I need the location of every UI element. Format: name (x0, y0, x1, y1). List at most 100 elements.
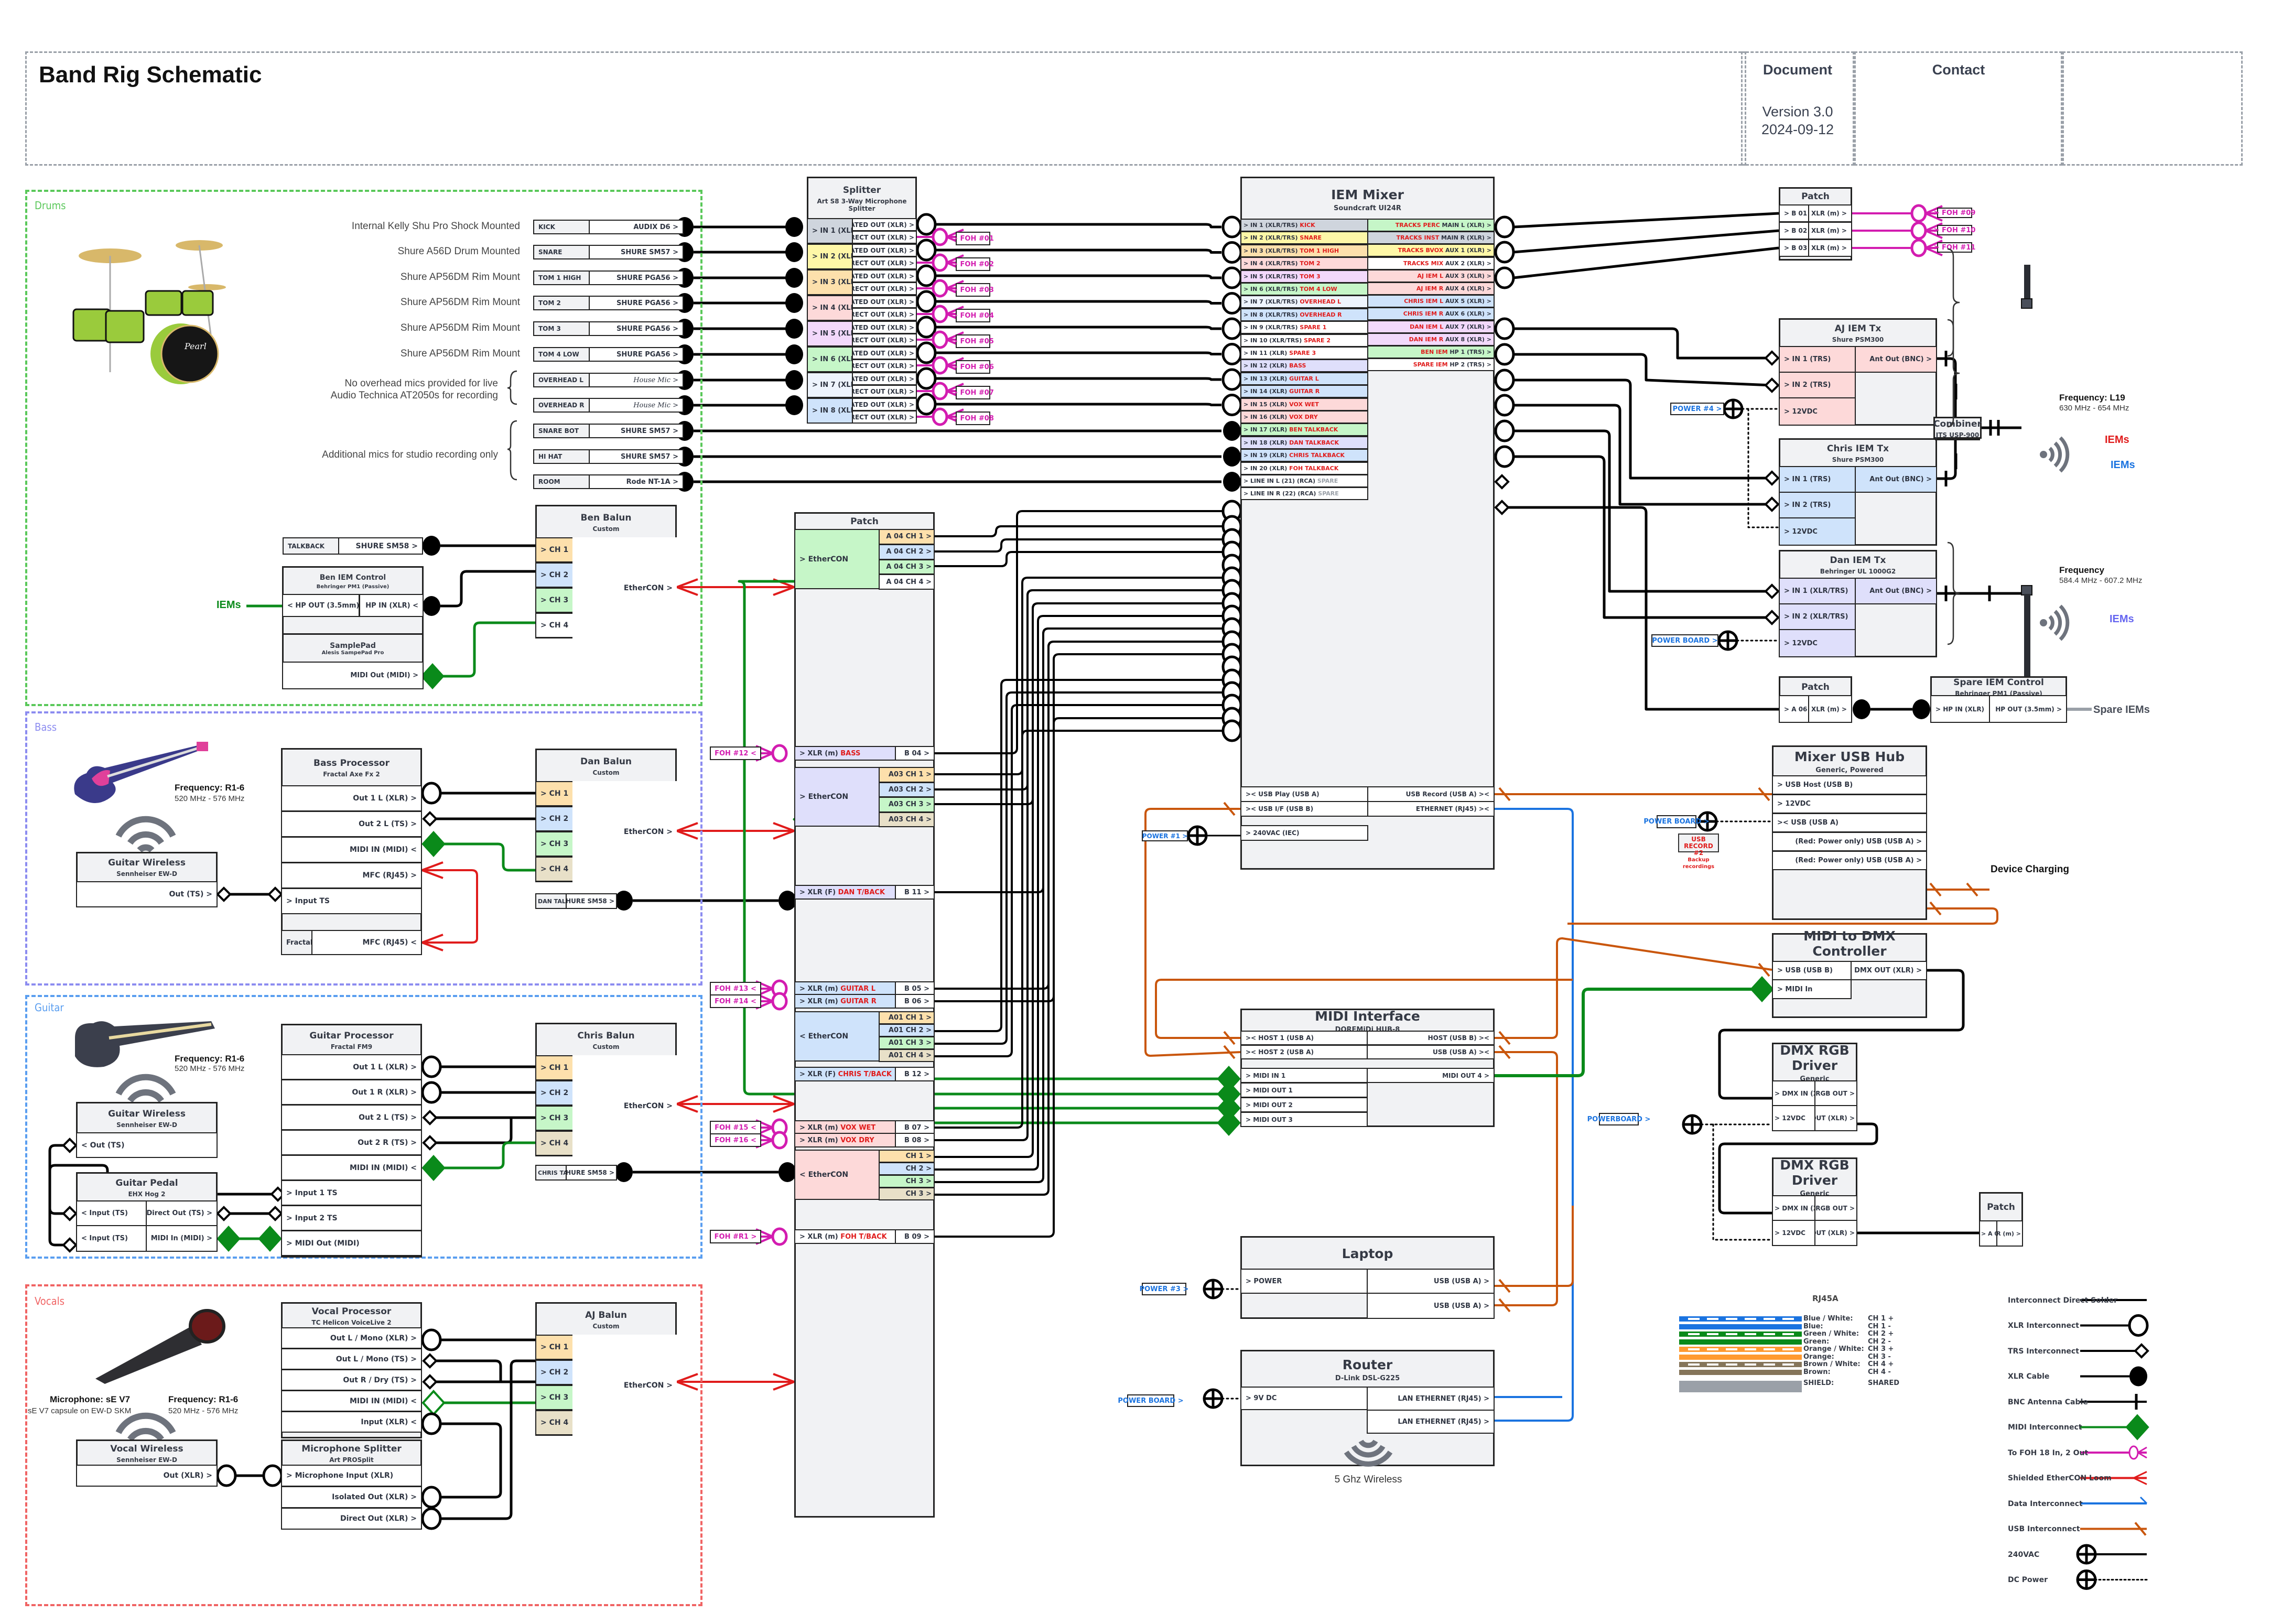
mixer-input[interactable]: > LINE IN R (22) (RCA) SPARE (1240, 487, 1368, 501)
drum-mic-model[interactable]: SHURE PGA56 > (589, 347, 684, 362)
chris-balun-ch2[interactable]: > CH 2 (535, 1080, 574, 1106)
splitter-direct-out[interactable]: DIRECT OUT (XLR) > (852, 333, 917, 347)
patch-a06-connector[interactable]: XLR (m) > (1808, 695, 1852, 723)
splitter-direct-out[interactable]: DIRECT OUT (XLR) > (852, 385, 917, 398)
aj-balun-ch2[interactable]: > CH 2 (535, 1360, 574, 1385)
power-4-tag[interactable]: POWER #4 > (1670, 403, 1724, 415)
mixer-output[interactable]: TRACKS INST MAIN R (XLR) > (1367, 231, 1495, 245)
bass-processor-port[interactable]: > Input TS (281, 888, 422, 914)
vocal-patch-channel[interactable]: CH 1 > (879, 1150, 935, 1163)
foh-talkback-patch-port[interactable]: B 09 > (895, 1229, 935, 1244)
midi-dmx-usb[interactable]: > USB (USB B) (1772, 961, 1852, 980)
usb-hub-port[interactable]: (Red: Power only) USB (USB A) > (1772, 851, 1927, 870)
ben-balun-ch4[interactable]: > CH 4 (535, 613, 574, 638)
chris-iem-tx-in1[interactable]: > IN 1 (TRS) (1779, 466, 1856, 493)
dan-talkback-patch[interactable]: > XLR (F) DAN T/BACK (794, 885, 896, 900)
dan-balun-ch2[interactable]: > CH 2 (535, 806, 574, 831)
drum-mic-model[interactable]: AUDIX D6 > (589, 220, 684, 234)
ben-iem-hp-out[interactable]: < HP OUT (3.5mm) (282, 594, 360, 617)
chris-iem-tx-12vdc[interactable]: > 12VDC (1779, 517, 1856, 546)
midi-out4[interactable]: MIDI OUT 4 > (1367, 1068, 1495, 1083)
foh-tag[interactable]: > FOH #08 (952, 412, 994, 425)
samplepad-midi-out[interactable]: MIDI Out (MIDI) > (282, 662, 424, 689)
midi-port-midi_out2[interactable]: > MIDI OUT 2 (1240, 1097, 1368, 1112)
guitar-processor-port[interactable]: > MIDI Out (MIDI) (281, 1230, 422, 1256)
dmx-12vdc[interactable]: > 12VDC (1772, 1220, 1815, 1246)
foh-tag[interactable]: FOH #13 < (710, 982, 761, 995)
mixer-output[interactable]: DAN IEM L AUX 7 (XLR) > (1367, 320, 1495, 333)
foh-tag[interactable]: > FOH #11 (1934, 242, 1975, 253)
mixer-output[interactable]: TRACKS PERC MAIN L (XLR) > (1367, 219, 1495, 232)
chris-balun-ch3[interactable]: > CH 3 (535, 1106, 574, 1131)
splitter-direct-out[interactable]: DIRECT OUT (XLR) > (852, 256, 917, 269)
router-9v-dc[interactable]: > 9V DC (1240, 1387, 1368, 1410)
dan-iem-tx-in2[interactable]: > IN 2 (XLR/TRS) (1779, 603, 1856, 630)
vocal-processor-port[interactable]: Out L / Mono (XLR) > (281, 1327, 422, 1349)
mixer-input[interactable]: > IN 6 (XLR/TRS) TOM 4 LOW (1240, 283, 1368, 296)
drum-mic-model[interactable]: SHURE SM57 > (589, 245, 684, 259)
splitter-isolated-out[interactable]: ISOLATED OUT (XLR) > (852, 321, 917, 334)
mixer-input[interactable]: > IN 18 (XLR) DAN TALKBACK (1240, 436, 1368, 449)
aj-iem-tx-in2[interactable]: > IN 2 (TRS) (1779, 372, 1856, 398)
dmx-in[interactable]: > DMX IN (XLR) (1772, 1195, 1815, 1221)
power-board-tag[interactable]: POWER BOARD > (1643, 815, 1710, 828)
foh-tag[interactable]: FOH #14 < (710, 994, 761, 1008)
usb-hub-port[interactable]: > USB Host (USB B) (1772, 775, 1927, 795)
mixer-input[interactable]: > IN 20 (XLR) FOH TALKBACK (1240, 461, 1368, 475)
foh-tag[interactable]: > FOH #05 (952, 334, 994, 348)
guitar-pedal-midi-in[interactable]: MIDI In (MIDI) > (146, 1225, 218, 1252)
guitar-processor-port[interactable]: Out 1 R (XLR) > (281, 1079, 422, 1105)
mixer-input[interactable]: > IN 16 (XLR) VOX DRY (1240, 410, 1368, 424)
rgb-out[interactable]: RGB OUT > (1814, 1080, 1857, 1106)
bass-patch-xlr[interactable]: > XLR (m) BASS (794, 746, 896, 761)
mixer-ethernet[interactable]: ETHERNET (RJ45) >< (1367, 801, 1495, 817)
mixer-input[interactable]: > IN 11 (XLR) SPARE 3 (1240, 347, 1368, 360)
mixer-input[interactable]: > IN 14 (XLR) GUITAR R (1240, 385, 1368, 398)
splitter-input[interactable]: > IN 8 (XLR) (807, 398, 853, 424)
splitter-input[interactable]: > IN 7 (XLR) (807, 372, 853, 398)
powerboard-tag[interactable]: POWERBOARD > (1587, 1113, 1650, 1125)
mixer-output[interactable]: CHRIS IEM L AUX 5 (XLR) > (1367, 295, 1495, 308)
midi-dmx-midi-in[interactable]: > MIDI In (1772, 979, 1852, 999)
mixer-input[interactable]: > IN 1 (XLR/TRS) KICK (1240, 219, 1368, 232)
rgb-out[interactable]: RGB OUT > (1814, 1195, 1857, 1221)
mixer-usb-play[interactable]: >< USB Play (USB A) (1240, 786, 1368, 802)
fractal-mfc-port[interactable]: MFC (RJ45) < (311, 930, 422, 955)
aj-balun-ethercon-port[interactable]: EtherCON > (572, 1335, 677, 1436)
mixer-input[interactable]: > IN 4 (XLR/TRS) TOM 2 (1240, 257, 1368, 270)
midi-dmx-out[interactable]: DMX OUT (XLR) > (1851, 961, 1927, 980)
bass-patch-xlr-port[interactable]: B 04 > (895, 746, 935, 761)
drums-patch-channel[interactable]: A 04 CH 3 > (879, 559, 935, 575)
guitar-processor-port[interactable]: Out 2 R (TS) > (281, 1130, 422, 1155)
guitar-patch-ethercon[interactable]: < EtherCON (794, 1011, 880, 1062)
foh-tag[interactable]: > FOH #04 (952, 309, 994, 322)
mixer-output[interactable]: TRACKS BVOX AUX 1 (XLR) > (1367, 244, 1495, 257)
patch-b-port[interactable]: > B 03 (1779, 239, 1809, 257)
mic-splitter-port[interactable]: > Microphone Input (XLR) (281, 1465, 422, 1487)
chris-talkback-patch[interactable]: > XLR (F) CHRIS T/BACK (794, 1067, 896, 1081)
guitar-pedal-input-2[interactable]: < Input (TS) (76, 1225, 147, 1252)
guitar-pedal-input-1[interactable]: < Input (TS) (76, 1200, 147, 1226)
vocal-patch-channel[interactable]: CH 3 > (879, 1187, 935, 1200)
midi-host2[interactable]: >< HOST 2 (USB A) (1240, 1045, 1368, 1059)
aj-balun-ch3[interactable]: > CH 3 (535, 1385, 574, 1410)
bass-processor-port[interactable]: MIDI IN (MIDI) < (281, 837, 422, 863)
dan-balun-ch4[interactable]: > CH 4 (535, 857, 574, 882)
patch-a06-port[interactable]: > A 06 (1779, 695, 1809, 723)
splitter-isolated-out[interactable]: ISOLATED OUT (XLR) > (852, 295, 917, 308)
midi-host-b[interactable]: HOST (USB B) >< (1367, 1031, 1495, 1045)
bass-patch-channel[interactable]: A03 CH 3 > (879, 797, 935, 813)
mixer-input[interactable]: > IN 13 (XLR) GUITAR L (1240, 372, 1368, 385)
splitter-input[interactable]: > IN 3 (XLR) (807, 269, 853, 295)
mixer-input[interactable]: > IN 10 (XLR/TRS) SPARE 2 (1240, 333, 1368, 347)
dmx-out[interactable]: DMX OUT (XLR) > (1814, 1105, 1857, 1131)
guitar-processor-port[interactable]: Out 2 L (TS) > (281, 1105, 422, 1130)
splitter-input[interactable]: > IN 5 (XLR) (807, 321, 853, 347)
vocal-patch-channel[interactable]: CH 3 > (879, 1175, 935, 1188)
guitar-r-patch-port[interactable]: B 06 > (895, 994, 935, 1009)
drum-mic-model[interactable]: SHURE PGA56 > (589, 270, 684, 285)
guitar-patch-channel[interactable]: A01 CH 4 > (879, 1049, 935, 1062)
guitar-patch-channel[interactable]: A01 CH 3 > (879, 1036, 935, 1049)
splitter-isolated-out[interactable]: ISOLATED OUT (XLR) > (852, 244, 917, 257)
patch-b-connector[interactable]: XLR (m) > (1808, 239, 1852, 257)
